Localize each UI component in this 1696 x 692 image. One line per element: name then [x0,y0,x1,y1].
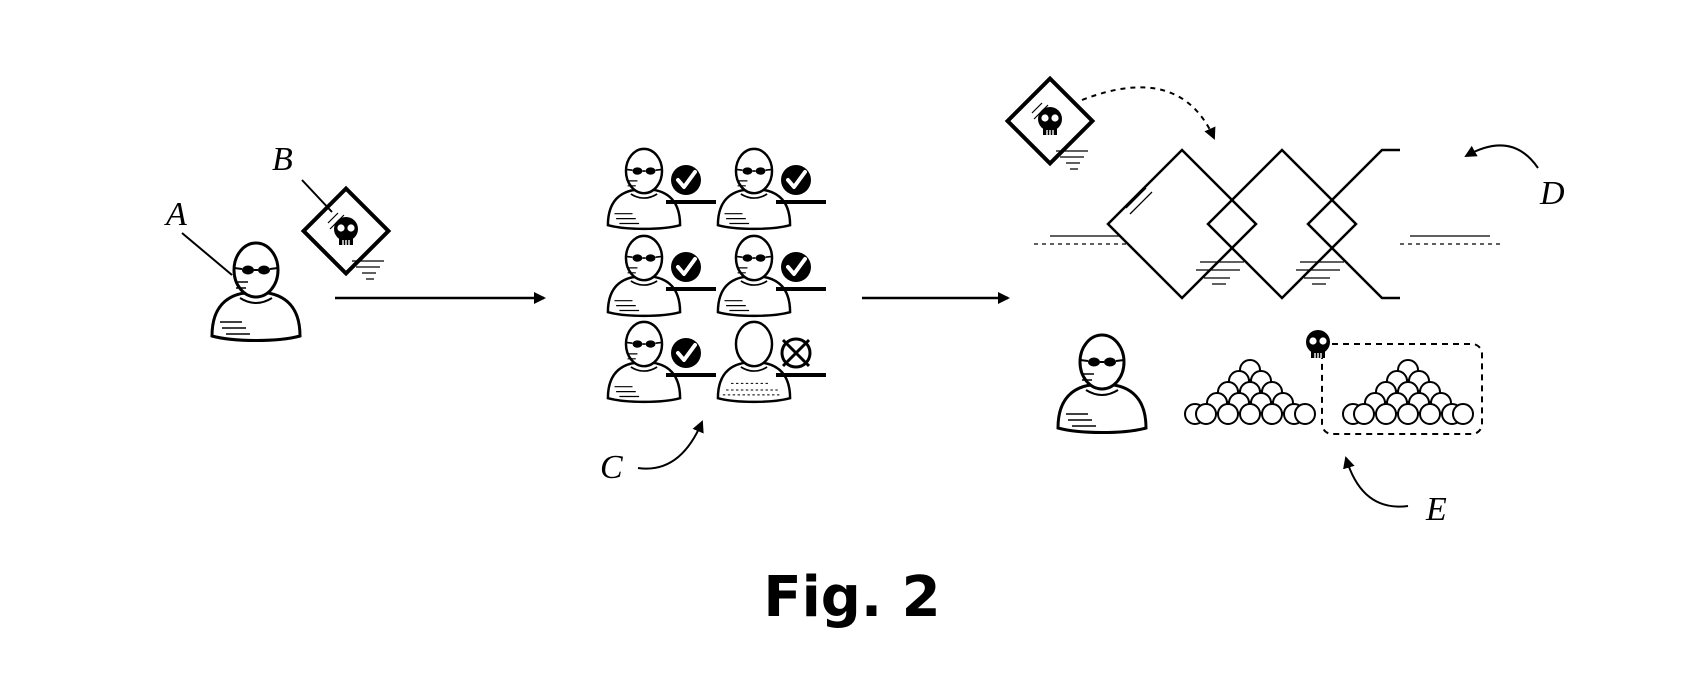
pointer-arrow-c [637,420,704,470]
grid-agent-4 [716,234,828,318]
grid-agent-6 [716,320,828,404]
payload-b [304,189,389,279]
masked-agent-icon [606,147,682,231]
masked-agent-icon [606,320,682,404]
grid-agent-5 [606,320,718,404]
chain-hatching [1034,187,1500,285]
leader-line-a [181,232,233,276]
check-badge-icon [774,163,828,204]
masked-agent-icon [716,147,792,231]
pointer-arrow-d [1464,144,1539,169]
label-e: E [1425,491,1447,528]
grid-agent-1 [606,147,718,231]
label-b: B [272,141,293,178]
coin-pile-captured [1342,359,1474,425]
check-badge-icon [774,250,828,291]
skull-diamond-icon [304,189,389,279]
actor-owner [1056,333,1148,434]
coin-pile-icon [1184,359,1316,425]
masked-agent-icon [606,234,682,318]
cross-badge-icon [774,337,828,377]
label-d: D [1539,175,1565,212]
leader-line-b [301,179,333,213]
chain-diamond-3-partial [1306,148,1400,300]
masked-agent-icon [1056,333,1148,434]
masked-agent-icon [210,241,302,342]
check-badge-icon [664,336,718,377]
chain-diamond-2 [1206,148,1358,300]
pointer-arrow-e [1343,456,1409,508]
skull-marker [1305,329,1331,359]
check-badge-icon [664,163,718,204]
figure-caption: Fig. 2 [763,565,940,630]
check-badge-icon [664,250,718,291]
agent-grid-c [606,147,828,404]
actor-a [210,241,302,342]
injection-arrow [1081,86,1216,140]
masked-agent-icon [716,320,792,404]
label-a: A [164,196,187,233]
grid-agent-3 [606,234,718,318]
masked-agent-icon [716,234,792,318]
chain-diamond-1 [1106,148,1258,300]
captured-funds-box-e [1321,343,1483,435]
coin-pile-owned [1184,359,1316,425]
payload-incoming [1008,79,1093,169]
skull-icon [1305,329,1331,359]
label-c: C [600,449,623,486]
skull-diamond-icon [1008,79,1093,169]
grid-agent-2 [716,147,828,231]
coin-pile-icon [1342,359,1474,425]
diamond-chain-d [1034,148,1500,300]
